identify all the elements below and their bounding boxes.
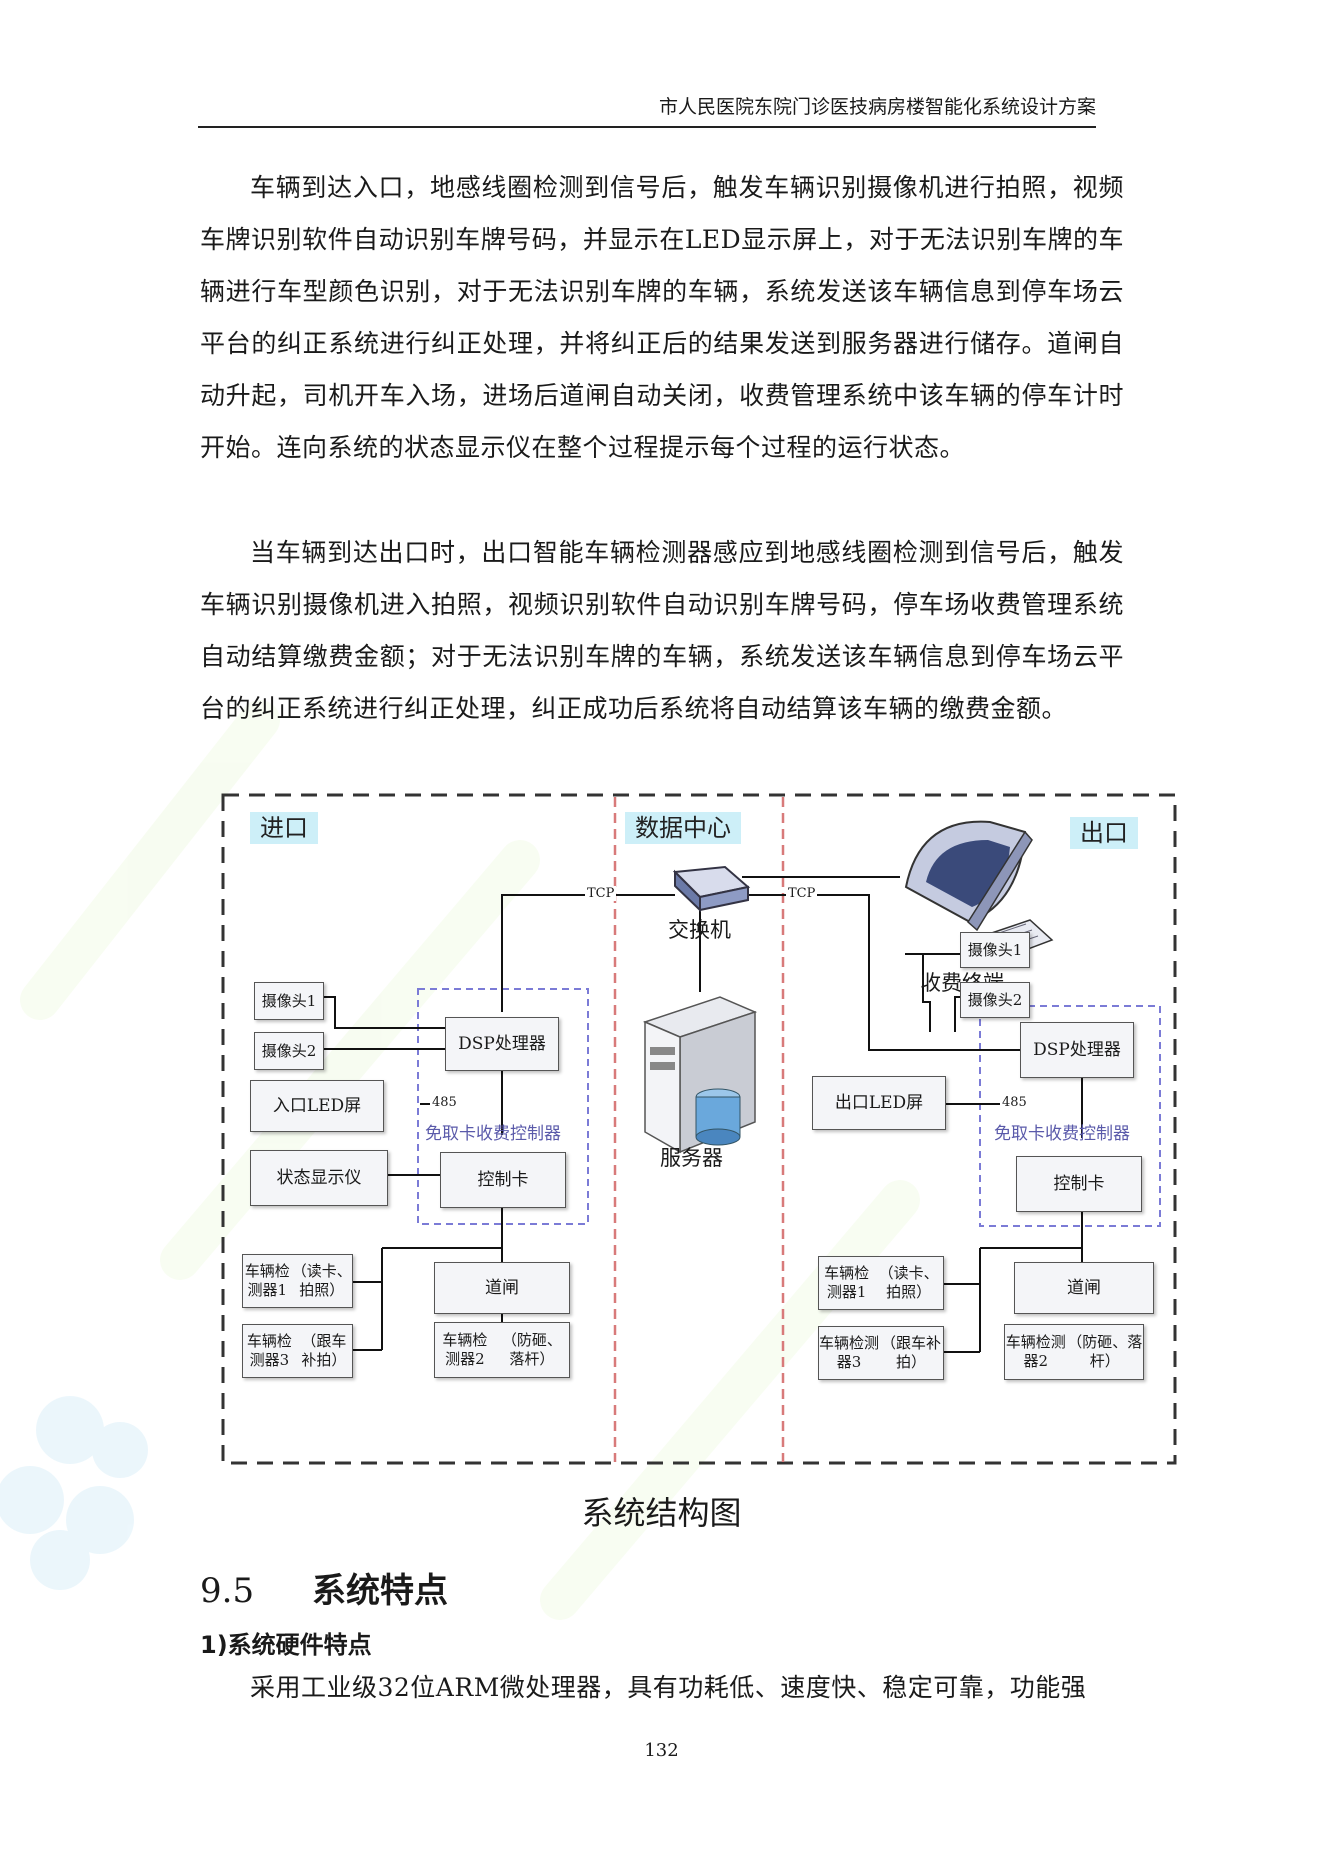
detector-line-1: 车辆检测器1 (244, 1262, 290, 1299)
zone-label-exit: 出口 (1070, 817, 1138, 849)
paragraph-text: 车辆到达入口，地感线圈检测到信号后，触发车辆识别摄像机进行拍照，视频车牌识别软件… (200, 173, 1124, 462)
tcp-label-entry: TCP (585, 886, 617, 901)
paragraph-text: 采用工业级32位ARM微处理器，具有功耗低、速度快、稳定可靠，功能强 (250, 1673, 1087, 1702)
entry-led-screen: 入口LED屏 (250, 1080, 384, 1132)
entry-vehicle-detector-2: 车辆检测器2 （防砸、落杆） (434, 1322, 570, 1378)
exit-led-screen: 出口LED屏 (812, 1076, 946, 1130)
server-label: 服务器 (660, 1146, 723, 1170)
detector-line-2: （读卡、拍照） (878, 1264, 939, 1301)
exit-vehicle-detector-3: 车辆检测器3 （跟车补拍） (818, 1326, 944, 1380)
detector-line-2: （防砸、落杆） (1067, 1333, 1143, 1370)
detector-line-2: （读卡、拍照） (291, 1262, 352, 1299)
exit-barrier-gate: 道闸 (1014, 1262, 1154, 1314)
detector-line-1: 车辆检测器2 (1005, 1333, 1066, 1370)
entry-status-display: 状态显示仪 (250, 1150, 388, 1206)
entry-control-card: 控制卡 (440, 1152, 566, 1208)
rs485-label-entry: 485 (430, 1095, 459, 1110)
rs485-label-exit: 485 (1000, 1095, 1029, 1110)
detector-line-1: 车辆检测器3 (246, 1332, 292, 1369)
detector-line-1: 车辆检测器2 (442, 1331, 488, 1368)
detector-line-2: （跟车补拍） (301, 1332, 347, 1369)
switch-label: 交换机 (668, 918, 731, 942)
section-number: 9.5 (200, 1571, 255, 1611)
entry-camera-1: 摄像头1 (254, 982, 324, 1020)
entry-controller-label: 免取卡收费控制器 (425, 1124, 561, 1144)
section-title: 系统特点 (312, 1571, 448, 1611)
tcp-label-exit: TCP (786, 886, 818, 901)
subsection-heading: 1)系统硬件特点 (200, 1631, 372, 1659)
exit-camera-1: 摄像头1 (960, 932, 1030, 968)
body-paragraph-2: 当车辆到达出口时，出口智能车辆检测器感应到地感线圈检测到信号后，触发车辆识别摄像… (200, 527, 1124, 735)
zone-label-entry: 进口 (250, 812, 318, 844)
header-title: 市人民医院东院门诊医技病房楼智能化系统设计方案 (658, 96, 1096, 118)
page-header: 市人民医院东院门诊医技病房楼智能化系统设计方案 (198, 96, 1096, 128)
body-paragraph-1: 车辆到达入口，地感线圈检测到信号后，触发车辆识别摄像机进行拍照，视频车牌识别软件… (200, 162, 1124, 474)
entry-barrier-gate: 道闸 (434, 1262, 570, 1314)
entry-vehicle-detector-1: 车辆检测器1 （读卡、拍照） (242, 1254, 353, 1308)
section-heading: 9.5 系统特点 (200, 1563, 448, 1612)
detector-line-1: 车辆检测器1 (824, 1264, 870, 1301)
detector-line-2: （跟车补拍） (881, 1334, 942, 1371)
body-paragraph-3: 采用工业级32位ARM微处理器，具有功耗低、速度快、稳定可靠，功能强 (200, 1662, 1124, 1714)
detector-line-2: （防砸、落杆） (501, 1331, 562, 1368)
figure-caption: 系统结构图 (581, 1494, 742, 1532)
entry-vehicle-detector-3: 车辆检测器3 （跟车补拍） (242, 1324, 353, 1378)
page-number: 132 (644, 1740, 679, 1761)
exit-controller-label: 免取卡收费控制器 (994, 1124, 1130, 1144)
exit-dsp-processor: DSP处理器 (1020, 1022, 1134, 1078)
zone-label-datacenter: 数据中心 (625, 812, 741, 844)
exit-vehicle-detector-2: 车辆检测器2 （防砸、落杆） (1004, 1324, 1144, 1380)
paragraph-text: 当车辆到达出口时，出口智能车辆检测器感应到地感线圈检测到信号后，触发车辆识别摄像… (200, 538, 1124, 723)
entry-camera-2: 摄像头2 (254, 1032, 324, 1070)
exit-control-card: 控制卡 (1016, 1156, 1142, 1212)
server-icon (642, 996, 758, 1154)
system-structure-diagram: 进口 数据中心 出口 TCP TCP 交换机 服务器 收费终端 摄像头1 摄像头… (220, 792, 1178, 1468)
exit-camera-2: 摄像头2 (960, 982, 1030, 1018)
entry-dsp-processor: DSP处理器 (445, 1017, 559, 1071)
switch-icon (672, 865, 751, 913)
exit-vehicle-detector-1: 车辆检测器1 （读卡、拍照） (818, 1256, 944, 1310)
detector-line-1: 车辆检测器3 (819, 1334, 880, 1371)
